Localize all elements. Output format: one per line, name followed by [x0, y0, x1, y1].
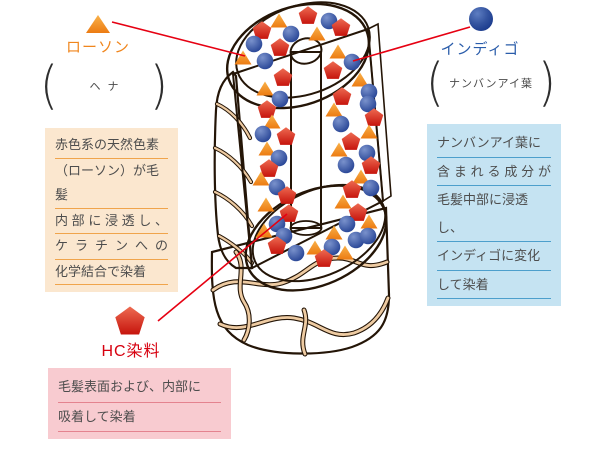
- description-line: 化学結合で染着: [55, 260, 168, 285]
- indigo-circle-particle: [271, 90, 289, 108]
- description-line: ケラチンへの: [55, 234, 168, 260]
- indigo-sphere-icon: [469, 7, 493, 31]
- indigo-circle-particle: [332, 115, 350, 133]
- description-line: して染着: [437, 271, 551, 299]
- description-line: 含まれる成分が: [437, 158, 551, 186]
- hc-pentagon-particle: [273, 68, 293, 86]
- lawsone-triangle-particle: [360, 124, 378, 139]
- connector-line: [111, 21, 246, 57]
- indigo-circle-particle: [282, 25, 300, 43]
- hc-pentagon-icon: [115, 306, 145, 335]
- indigo-circle-particle: [343, 53, 361, 71]
- hc-pentagon-particle: [323, 61, 343, 79]
- hc-pentagon-particle: [332, 87, 352, 105]
- description-line: 毛髪表面および、内部に: [58, 373, 221, 403]
- close-paren: ): [538, 51, 556, 113]
- description-line: （ローソン）が毛髪: [55, 159, 168, 209]
- description-line: ナンバンアイ葉に: [437, 129, 551, 158]
- connector-lines: [111, 21, 471, 322]
- indigo-source: ( ナンバンアイ葉 ): [426, 51, 556, 113]
- hc-dye-label: HC染料: [101, 343, 161, 360]
- indigo-circle-particle: [362, 179, 380, 197]
- lawsone-source-name: ヘナ: [89, 81, 126, 93]
- lawsone-triangle-particle: [257, 197, 275, 212]
- description-line: インディゴに変化: [437, 242, 551, 271]
- lawsone-description-box: 赤色系の天然色素 （ローソン）が毛髪 内部に浸透し、 ケラチンへの 化学結合で染…: [45, 128, 178, 292]
- indigo-circle-particle: [359, 227, 377, 245]
- hair-medulla: [289, 37, 323, 236]
- hc-dye-description-box: 毛髪表面および、内部に 吸着して染着: [48, 368, 231, 439]
- connector-line: [157, 213, 288, 322]
- description-line: 吸着して染着: [58, 403, 221, 432]
- connector-line: [352, 26, 471, 62]
- hair-lower-body: [212, 206, 389, 354]
- indigo-circle-particle: [256, 52, 274, 70]
- lawsone-label: ローソン: [65, 39, 130, 56]
- hair-mid-cut-surface: [244, 183, 388, 292]
- lawsone-triangle-icon: [86, 15, 110, 33]
- indigo-label: インディゴ: [440, 41, 520, 58]
- indigo-description-box: ナンバンアイ葉に 含まれる成分が 毛髪中部に浸透し、 インディゴに変化 して染着: [427, 124, 561, 306]
- description-line: 毛髪中部に浸透し、: [437, 186, 551, 242]
- indigo-source-name: ナンバンアイ葉: [449, 78, 533, 90]
- hc-pentagon-particle: [298, 6, 318, 24]
- indigo-circle-particle: [287, 244, 305, 262]
- indigo-circle-particle: [337, 156, 355, 174]
- lawsone-source: ( ヘナ ): [40, 54, 168, 116]
- lawsone-triangle-particle: [329, 44, 347, 59]
- indigo-circle-particle: [245, 35, 263, 53]
- hc-pentagon-particle: [341, 132, 361, 150]
- close-paren: ): [150, 54, 168, 116]
- indigo-circle-particle: [338, 215, 356, 233]
- description-line: 内部に浸透し、: [55, 209, 168, 234]
- hc-pentagon-particle: [276, 127, 296, 145]
- open-paren: (: [426, 51, 444, 113]
- lawsone-triangle-particle: [308, 26, 326, 41]
- lawsone-triangle-particle: [256, 81, 274, 96]
- open-paren: (: [40, 54, 58, 116]
- description-line: 赤色系の天然色素: [55, 133, 168, 159]
- indigo-circle-particle: [254, 125, 272, 143]
- hair-cortex-cut-face: [231, 22, 392, 270]
